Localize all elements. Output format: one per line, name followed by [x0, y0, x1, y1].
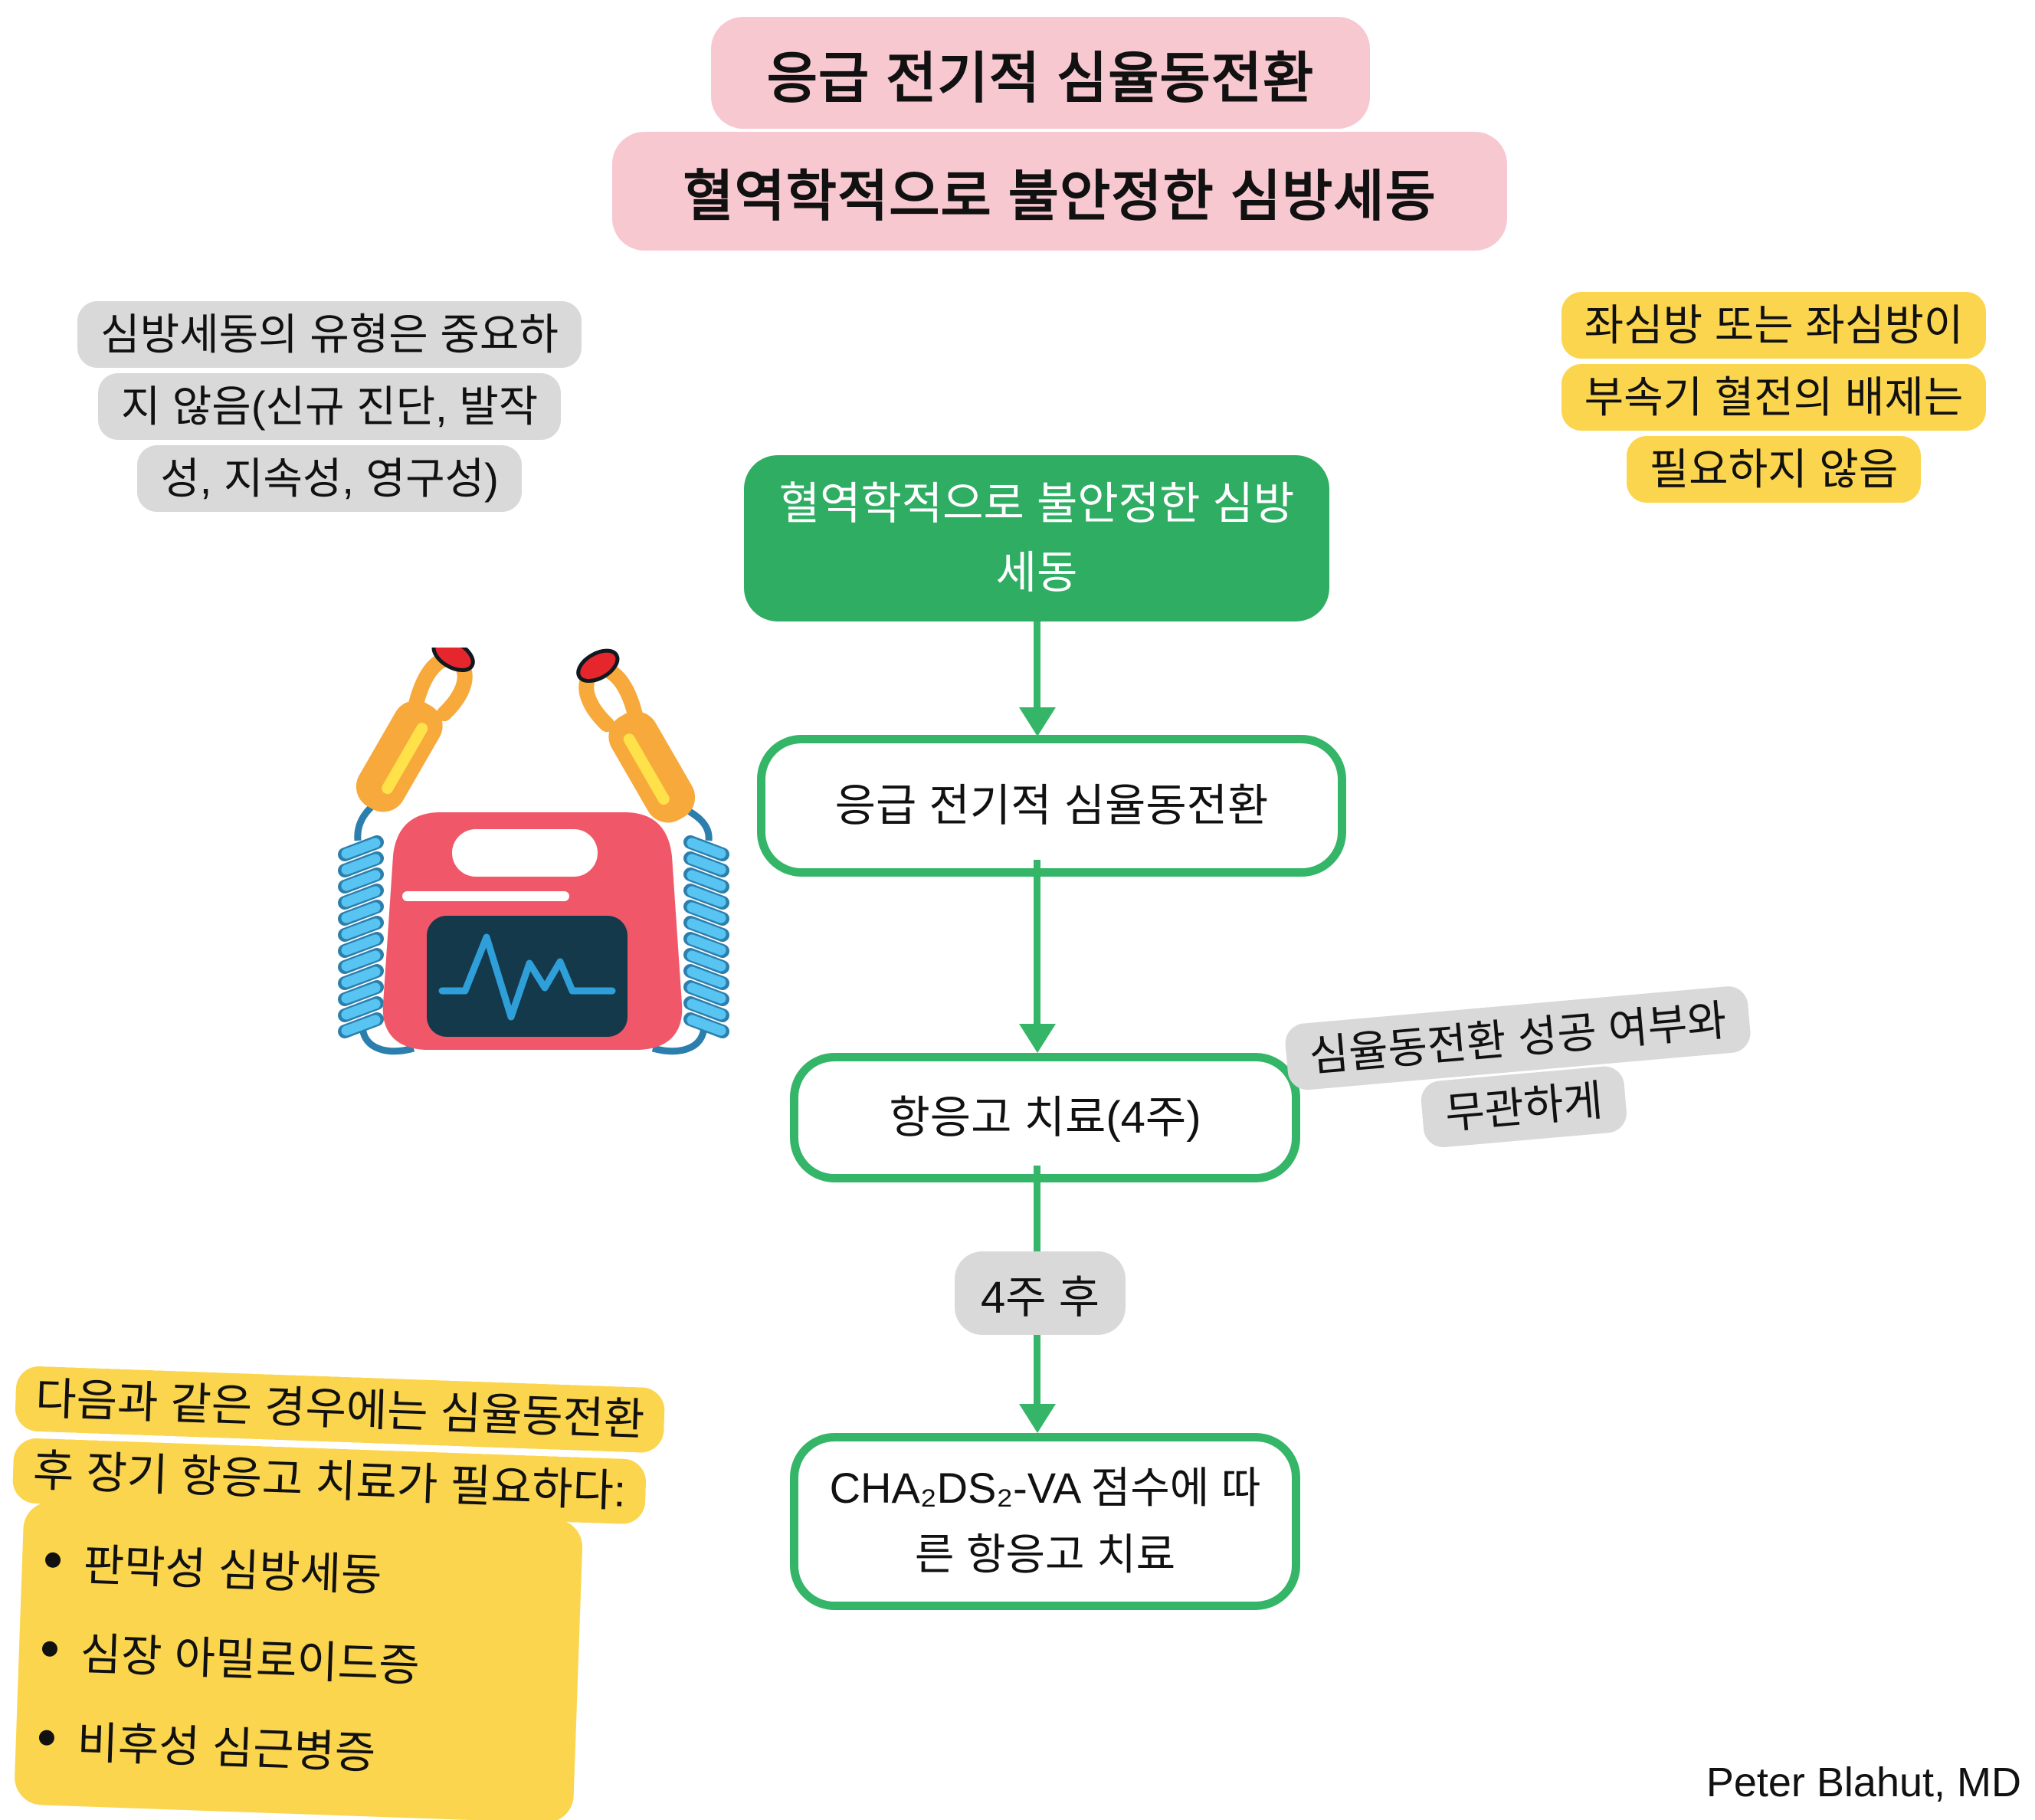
bullet-text: 비후성 심근병증: [76, 1717, 377, 1779]
note-long-term-title-text: 다음과 같은 경우에는 심율동전환 후 장기 항응고 치료가 필요하다:: [11, 1365, 666, 1525]
long-term-bullet-list: 판막성 심방세동 심장 아밀로이드증 비후성 심근병증: [13, 1500, 584, 1820]
arrow-2-line: [1034, 860, 1040, 1026]
arrow-3-head: [1019, 1404, 1056, 1433]
flow-step-cardioversion: 응급 전기적 심율동전환: [757, 735, 1346, 877]
arrow-2-head: [1019, 1024, 1056, 1053]
flow-step-anticoagulation: 항응고 치료(4주): [790, 1053, 1300, 1182]
note-laa-exclusion-text: 좌심방 또는 좌심방이 부속기 혈전의 배제는 필요하지 않음: [1561, 292, 1987, 503]
note-regardless: 심율동전환 성공 여부와 무관하게: [1252, 981, 1791, 1164]
page-title-line1: 응급 전기적 심율동전환: [711, 17, 1370, 129]
ecg-waveform: [438, 933, 616, 1021]
arrow-1-head: [1019, 707, 1056, 736]
author-credit: Peter Blahut, MD: [1706, 1759, 2021, 1805]
page-title-line2: 혈역학적으로 불안정한 심방세동: [612, 132, 1507, 251]
bullet-dot: [44, 1552, 61, 1569]
defibrillator-icon: [295, 648, 770, 1055]
arrow-1-line: [1034, 621, 1040, 710]
bullet-text: 심장 아밀로이드증: [79, 1629, 421, 1691]
list-item: 심장 아밀로이드증: [41, 1604, 549, 1710]
interval-label: 4주 후: [955, 1251, 1126, 1335]
note-long-term-title: 다음과 같은 경우에는 심율동전환 후 장기 항응고 치료가 필요하다:: [11, 1363, 752, 1532]
paddle-icon-right: [566, 648, 703, 831]
defibrillator-body: [382, 812, 683, 1050]
flow-step-cha2ds2va: CHA₂DS₂-VA 점수에 따 른 항응고 치료: [790, 1433, 1300, 1610]
bullet-dot: [41, 1641, 58, 1657]
note-af-type: 심방세동의 유형은 중요하 지 않음(신규 진단, 발작 성, 지속성, 영구성…: [38, 299, 621, 515]
note-regardless-text: 심율동전환 성공 여부와 무관하게: [1283, 984, 1752, 1149]
device-handle-hole: [452, 829, 598, 877]
note-laa-exclusion: 좌심방 또는 좌심방이 부속기 혈전의 배제는 필요하지 않음: [1529, 290, 2019, 506]
note-long-term: 다음과 같은 경우에는 심율동전환 후 장기 항응고 치료가 필요하다: 판막성…: [2, 1363, 752, 1820]
flow-start-box: 혈역학적으로 불안정한 심방 세동: [744, 455, 1329, 621]
list-item: 비후성 심근병증: [38, 1693, 546, 1799]
paddle-icon-left: [348, 648, 485, 820]
bullet-text: 판막성 심방세동: [82, 1540, 383, 1601]
note-af-type-text: 심방세동의 유형은 중요하 지 않음(신규 진단, 발작 성, 지속성, 영구성…: [77, 301, 582, 513]
bullet-dot: [38, 1730, 55, 1746]
list-item: 판막성 심방세동: [44, 1515, 552, 1622]
